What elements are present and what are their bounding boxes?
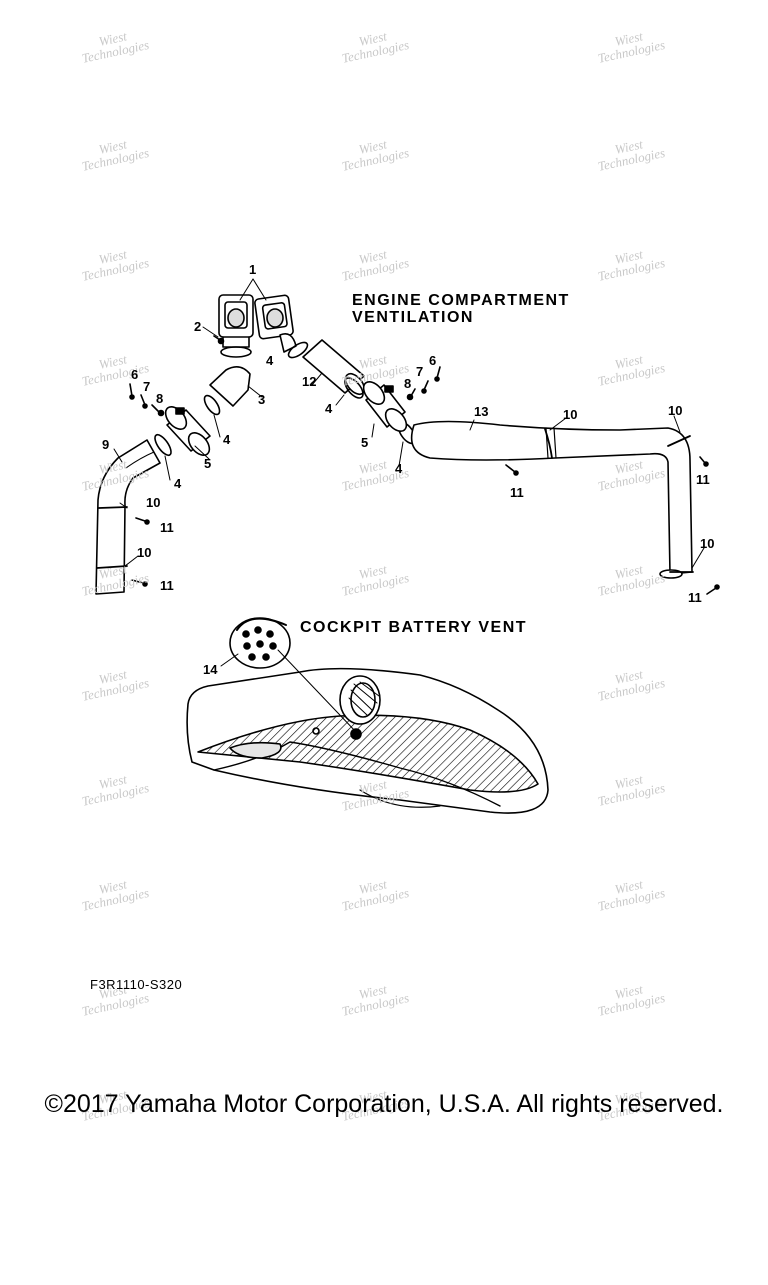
callout-10: 10	[700, 536, 715, 551]
callout-11: 11	[688, 590, 702, 605]
clamp-4-top	[220, 346, 252, 358]
callout-3: 3	[258, 392, 266, 407]
elbow-part-3	[209, 366, 251, 407]
clamp-4-mid	[203, 394, 221, 416]
callout-11: 11	[510, 485, 524, 500]
callout-14: 14	[203, 662, 218, 677]
band-part-10	[96, 428, 694, 573]
callout-2: 2	[194, 319, 202, 334]
callout-1: 1	[249, 262, 257, 277]
cockpit-battery-vent-title: COCKPIT BATTERY VENT	[300, 619, 528, 636]
callout-7: 7	[143, 379, 151, 394]
engine-title-line1: ENGINE COMPARTMENT	[352, 292, 570, 309]
callout-10: 10	[668, 403, 683, 418]
callout-5: 5	[361, 435, 369, 450]
copyright-notice: ©2017 Yamaha Motor Corporation, U.S.A. A…	[44, 1090, 724, 1118]
callout-4: 4	[223, 432, 231, 447]
callout-10: 10	[146, 495, 161, 510]
callout-8: 8	[404, 376, 412, 391]
vent-cap-part-14	[229, 617, 291, 669]
screws-part-11	[131, 456, 720, 595]
fitting-left-part-5	[164, 405, 211, 457]
callout-4: 4	[174, 476, 182, 491]
clamp-4-right	[287, 341, 309, 359]
screws-left-6-7-8	[129, 383, 165, 417]
fitting-right-part-5	[362, 380, 408, 433]
vent-cowl-left-part-1	[218, 294, 254, 348]
engine-ventilation-title: ENGINE COMPARTMENT VENTILATION	[352, 292, 570, 326]
hose-part-9	[95, 439, 161, 595]
callout-11: 11	[160, 520, 174, 535]
callout-6: 6	[131, 367, 139, 382]
diagram-code: F3R1110-S320	[90, 977, 183, 992]
bolt-part-2	[213, 335, 225, 345]
callout-11: 11	[160, 578, 174, 593]
callout-10: 10	[137, 545, 152, 560]
leader-lines	[113, 278, 705, 734]
vent-cowl-right-part-1	[254, 294, 297, 353]
engine-title-line2: VENTILATION	[352, 309, 474, 326]
callout-5: 5	[204, 456, 212, 471]
callout-8: 8	[156, 391, 164, 406]
clamp-4-low	[154, 433, 172, 457]
callout-10: 10	[563, 407, 578, 422]
callout-12: 12	[302, 374, 317, 389]
cockpit-deck	[186, 667, 549, 814]
callout-4: 4	[266, 353, 274, 368]
callout-9: 9	[102, 437, 110, 452]
callout-13: 13	[474, 404, 489, 419]
callout-4: 4	[325, 401, 333, 416]
callout-7: 7	[416, 364, 424, 379]
callout-6: 6	[429, 353, 437, 368]
hose-part-13	[410, 420, 693, 575]
screws-right-6-7-8	[406, 366, 441, 401]
callout-11: 11	[696, 472, 710, 487]
callout-4: 4	[395, 461, 403, 476]
